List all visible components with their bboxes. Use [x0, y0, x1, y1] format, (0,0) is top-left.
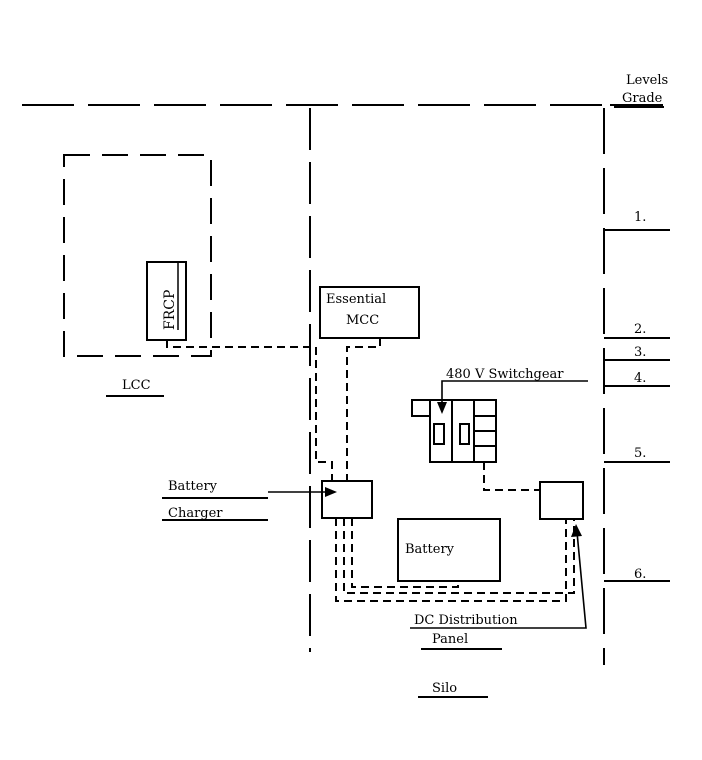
level-2-label: 2.: [634, 322, 646, 337]
leader-lines: [268, 380, 588, 629]
arrowheads: [325, 402, 582, 537]
levels-label: Levels: [626, 73, 668, 88]
dc-panel-label-line1: DC Distribution: [414, 613, 518, 628]
essential-mcc-label-line1: Essential: [326, 292, 386, 307]
dc-panel-label-line2: Panel: [432, 632, 468, 647]
essential-mcc-label-line2: MCC: [346, 313, 379, 328]
label-underlines: [106, 106, 664, 698]
level-4-label: 4.: [634, 371, 646, 386]
lcc-label: LCC: [122, 378, 151, 393]
grade-label: Grade: [622, 91, 663, 106]
switchgear-label: 480 V Switchgear: [446, 367, 564, 382]
frcp-label: FRCP: [162, 290, 178, 330]
silo-label: Silo: [432, 681, 457, 696]
battery-charger-label-line2: Charger: [168, 506, 223, 521]
battery-charger-label-line1: Battery: [168, 479, 218, 494]
battery-box: [397, 518, 501, 582]
battery-label: Battery: [405, 542, 455, 557]
dc-distribution-panel-box: [539, 481, 584, 520]
level-6-label: 6.: [634, 567, 646, 582]
cable-runs: [166, 338, 575, 602]
level-3-label: 3.: [634, 345, 646, 360]
essential-mcc-box: [319, 286, 420, 339]
level-5-label: 5.: [634, 446, 646, 461]
level-lines: [604, 229, 670, 582]
battery-charger-box: [321, 480, 373, 519]
switchgear-box: [411, 399, 497, 463]
level-1-label: 1.: [634, 210, 646, 225]
frcp-box: [146, 261, 187, 341]
lcc-outline: [63, 154, 212, 357]
